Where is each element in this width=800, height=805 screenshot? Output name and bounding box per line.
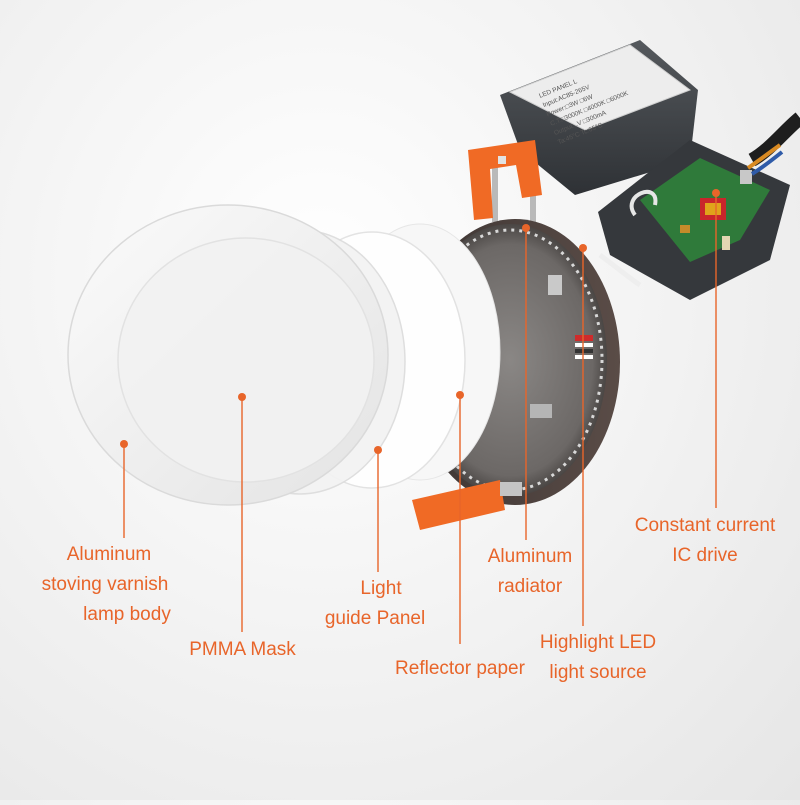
callout-text: stoving varnish <box>41 574 169 595</box>
callout-text: lamp body <box>83 604 171 625</box>
callout-text: radiator <box>497 576 563 597</box>
callout-text: Aluminum <box>487 546 573 567</box>
callout-text: light source <box>549 662 647 683</box>
spring-clip-bottom <box>412 480 522 530</box>
callout-ic-drive: Constant current IC drive <box>625 511 785 571</box>
callout-text: Reflector paper <box>395 658 525 679</box>
lamp-body-ring <box>67 204 389 506</box>
power-cable <box>748 112 800 167</box>
callout-lamp-body: Aluminum stoving varnish lamp body <box>30 540 180 630</box>
callout-light-guide: Light guide Panel <box>310 574 440 634</box>
leader-dot-led-source <box>579 244 587 252</box>
driver-label-sticker <box>508 44 692 131</box>
callout-pmma-mask: PMMA Mask <box>170 635 315 665</box>
callout-text: IC drive <box>672 545 738 566</box>
leader-dot-lamp-body <box>120 440 128 448</box>
spring-clip-top <box>468 140 542 222</box>
callout-reflector: Reflector paper <box>385 654 535 684</box>
callout-text: PMMA Mask <box>189 639 296 660</box>
led-strip <box>416 228 604 492</box>
leader-dot-light-guide <box>374 446 382 454</box>
leader-dot-radiator <box>522 224 530 232</box>
callout-text: Highlight LED <box>539 632 657 653</box>
leader-dot-reflector <box>456 391 464 399</box>
callout-text: Aluminum <box>66 544 152 565</box>
callout-text: Constant current <box>634 515 776 536</box>
callout-leaders <box>120 189 720 644</box>
leader-dot-pmma-mask <box>238 393 246 401</box>
callout-led-source: Highlight LED light source <box>528 628 668 688</box>
leader-dot-ic-drive <box>712 189 720 197</box>
callout-text: Light <box>360 578 402 599</box>
driver-box: LED PANEL L Input:AC85-265V Power:□3W □6… <box>500 40 800 300</box>
callout-radiator: Aluminum radiator <box>475 542 585 602</box>
callout-text: guide Panel <box>324 608 426 629</box>
